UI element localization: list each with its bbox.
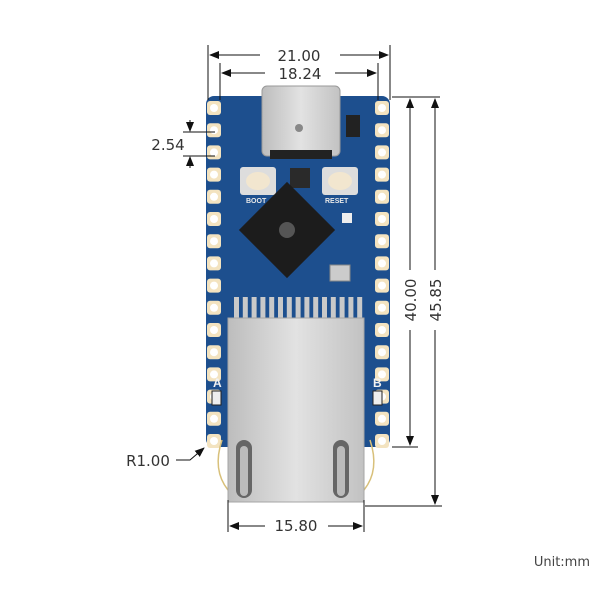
pin-hole [378,437,386,445]
unit-label: Unit:mm [534,555,590,570]
pin-hole [378,170,386,179]
dim-height-total: 45.85 [427,279,445,322]
pin-hole [210,237,218,246]
dim-width-total: 21.00 [278,47,321,65]
dim-corner-radius: R1.00 [126,452,170,470]
jack-pin [313,297,319,319]
boot-label: BOOT [246,198,267,205]
pin-hole [210,414,218,423]
pin-hole [378,126,386,135]
pin-hole [378,326,386,334]
rp2040-chip [238,181,336,279]
pin-hole [378,370,386,379]
jack-pin [242,297,248,319]
reset-label: RESET [325,198,349,205]
pin-hole [210,259,218,268]
jack-pin [304,297,310,319]
pin-hole [378,237,386,246]
pin-hole [378,348,386,357]
led-a [211,390,222,406]
jack-pin [357,297,363,319]
jack-pin [322,297,327,319]
led-a-label: A [213,376,222,390]
pin-hole [210,104,218,112]
pin-hole [210,370,218,379]
pin-hole [378,148,386,157]
led-b-label: B [373,376,382,390]
pin-hole [378,104,386,112]
pin-hole [378,414,386,423]
dim-jack-width: 15.80 [275,517,318,535]
rj45-jack [217,317,375,503]
pin-hole [378,192,386,201]
pin-hole [210,303,218,312]
jack-pin [260,297,266,319]
pin-hole [210,192,218,201]
dim-height-board: 40.00 [402,279,420,322]
pin-hole [378,281,386,290]
regulator [290,168,310,188]
boot-button [240,167,276,195]
pin-hole [210,215,218,223]
reset-button [322,167,358,195]
pin-hole [210,348,218,357]
pin-hole [210,326,218,334]
pin-hole [210,281,218,290]
jack-pin [339,297,345,319]
crystal [329,264,351,282]
jack-pin [278,297,283,319]
jack-pin [251,297,257,319]
pin-hole [210,148,218,157]
jack-pin [286,297,292,319]
usb-c-connector [261,85,341,159]
pin-hole [210,437,218,445]
jack-pins [234,297,363,319]
dim-width-pins: 18.24 [279,65,322,83]
pin-hole [210,126,218,135]
pin-hole [378,303,386,312]
jack-pin [330,297,336,319]
diode [346,115,360,137]
jack-pin [234,297,239,319]
jack-pin [348,297,354,319]
rgb-led [342,213,352,223]
dim-pin-pitch: 2.54 [151,136,184,154]
pin-hole [210,170,218,179]
dimension-lines [176,45,442,532]
pin-hole [378,215,386,223]
jack-pin [269,297,275,319]
led-b [372,390,383,406]
pin-hole [378,259,386,268]
jack-pin [295,297,301,319]
